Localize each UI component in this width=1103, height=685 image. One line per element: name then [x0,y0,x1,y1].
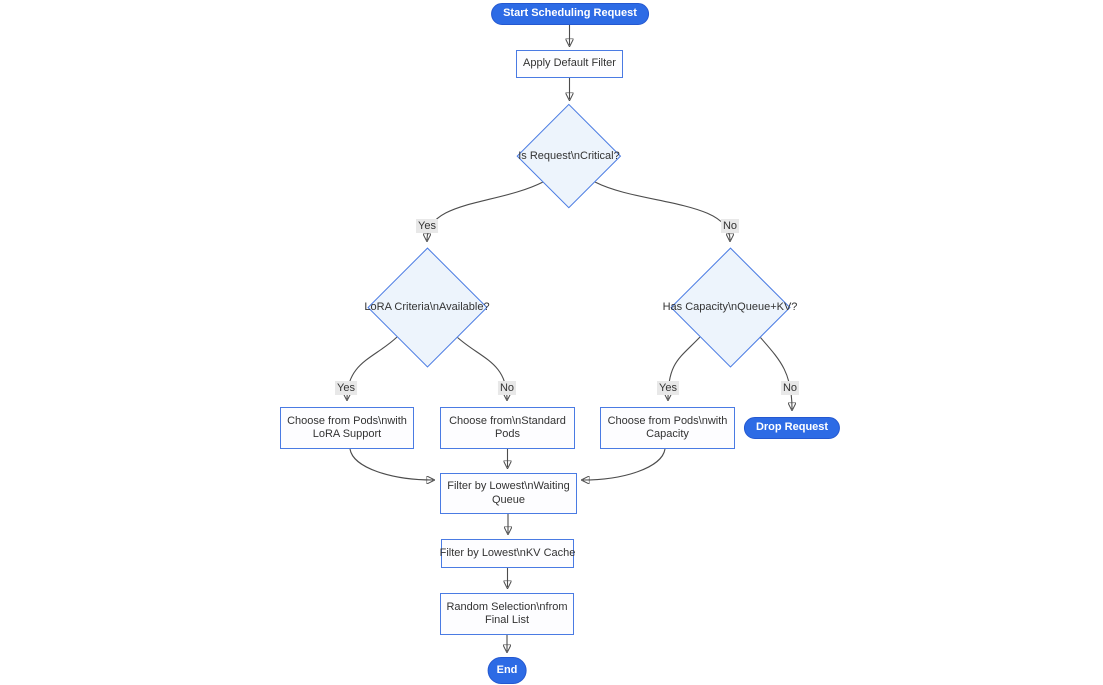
edge-label-capacity-no: No [780,381,800,395]
node-apply-default-filter: Apply Default Filter [516,50,623,78]
edge-label-lora-no: No [497,381,517,395]
node-start: Start Scheduling Request [491,3,649,25]
node-drop-request: Drop Request [743,417,841,439]
node-choose-lora-pods: Choose from Pods\nwith LoRA Support [280,407,414,449]
diamond-label: LoRA Criteria\nAvailable? [364,301,490,313]
diamond-label: Has Capacity\nQueue+KV? [662,301,798,313]
edge-label-lora-yes: Yes [335,381,357,395]
node-filter-kv-cache: Filter by Lowest\nKV Cache [440,539,575,568]
diamond-label: Is Request\nCritical? [518,150,620,162]
edge-label-critical-yes: Yes [416,219,438,233]
node-random-selection: Random Selection\nfrom Final List [440,593,574,635]
node-lora-criteria-available: LoRA Criteria\nAvailable? [364,246,490,368]
node-has-capacity: Has Capacity\nQueue+KV? [663,246,797,368]
edge-capacity-pods-to-filter-queue [583,448,666,480]
node-filter-waiting-queue: Filter by Lowest\nWaiting Queue [440,473,577,514]
edge-label-capacity-yes: Yes [657,381,679,395]
node-choose-capacity-pods: Choose from Pods\nwith Capacity [600,407,735,449]
node-choose-standard-pods: Choose from\nStandard Pods [440,407,575,449]
node-is-request-critical: Is Request\nCritical? [516,103,622,209]
edge-label-critical-no: No [720,219,740,233]
edge-lora-pods-to-filter-queue [349,448,433,480]
node-end: End [487,657,527,684]
